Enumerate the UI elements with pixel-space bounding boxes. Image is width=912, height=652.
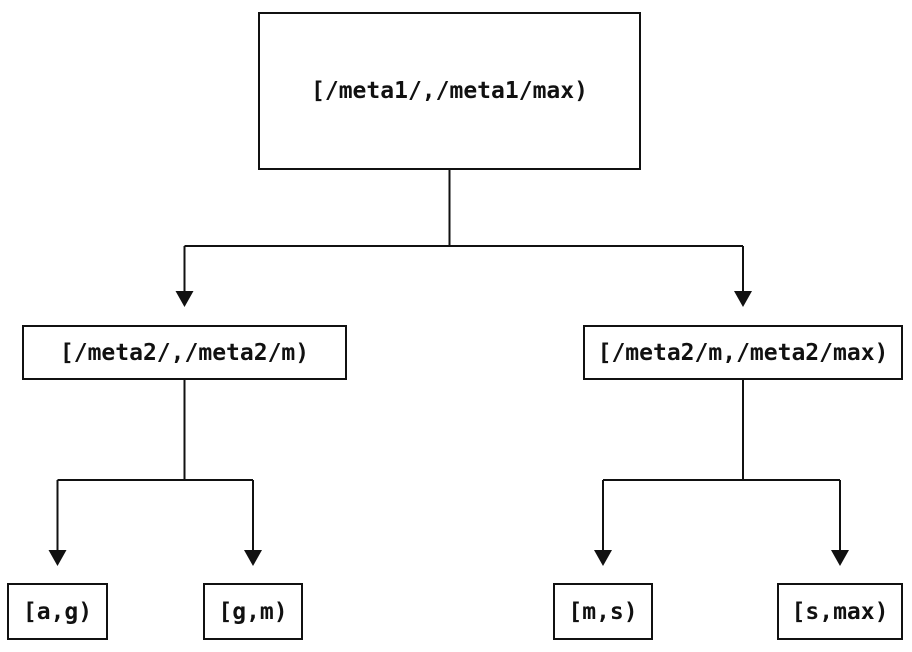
tree-node-leaf-ag-label: [a,g)	[22, 598, 93, 625]
tree-node-leaf-smax: [s,max)	[777, 583, 903, 640]
tree-node-meta2-right: [/meta2/m,/meta2/max)	[583, 325, 903, 380]
tree-node-leaf-ms: [m,s)	[553, 583, 653, 640]
tree-node-meta2-right-label: [/meta2/m,/meta2/max)	[597, 339, 889, 366]
connector-right-to-leaves	[594, 380, 849, 566]
tree-node-root-label: [/meta1/,/meta1/max)	[311, 78, 588, 104]
tree-node-leaf-ag: [a,g)	[7, 583, 108, 640]
arrow-down-icon	[244, 550, 262, 566]
arrow-down-icon	[734, 291, 752, 307]
arrow-down-icon	[594, 550, 612, 566]
arrow-down-icon	[48, 550, 67, 566]
connector-left-to-leaves	[48, 380, 262, 566]
tree-node-meta2-left-label: [/meta2/,/meta2/m)	[59, 339, 310, 366]
tree-node-leaf-gm-label: [g,m)	[218, 598, 288, 625]
tree-node-leaf-smax-label: [s,max)	[791, 598, 889, 625]
tree-node-root: [/meta1/,/meta1/max)	[258, 12, 641, 170]
tree-node-meta2-left: [/meta2/,/meta2/m)	[22, 325, 347, 380]
arrow-down-icon	[175, 291, 194, 307]
connector-root-to-level2	[175, 170, 752, 307]
arrow-down-icon	[831, 550, 849, 566]
tree-node-leaf-ms-label: [m,s)	[568, 598, 638, 625]
tree-node-leaf-gm: [g,m)	[203, 583, 303, 640]
